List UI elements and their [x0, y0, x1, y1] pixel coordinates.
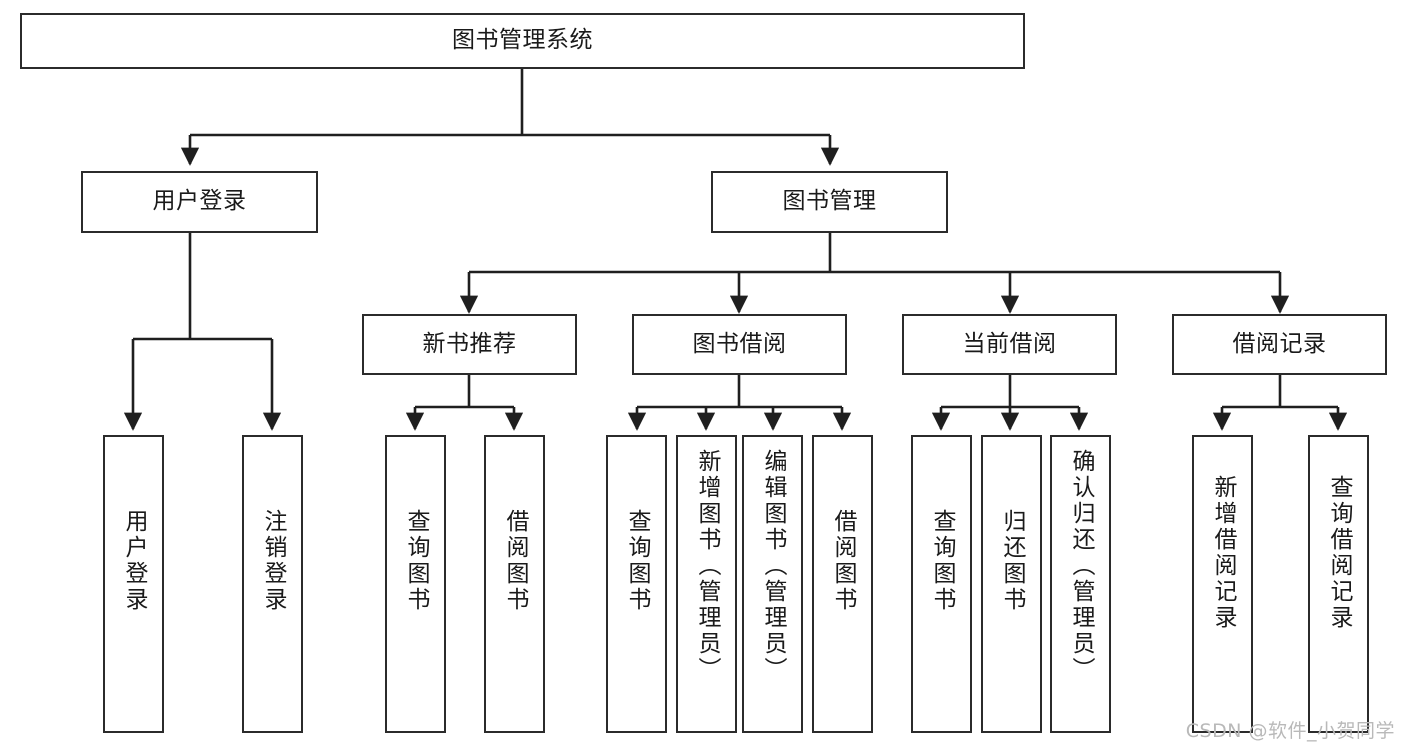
leaf-user-login[interactable]: 用户登录 [103, 435, 164, 733]
node-label: 用户登录 [152, 188, 247, 215]
node-label: 图书管理系统 [452, 27, 593, 54]
watermark-text: CSDN @软件_小贺同学 [1185, 720, 1395, 742]
leaf-query-borrow-record[interactable]: 查询借阅记录 [1308, 435, 1369, 733]
node-label: 图书借阅 [692, 330, 787, 357]
node-label: 借阅图书 [830, 509, 856, 613]
node-label: 借阅记录 [1232, 330, 1327, 357]
leaf-confirm-return[interactable]: 确认归还（管理员） [1050, 435, 1111, 733]
node-book-manage[interactable]: 图书管理 [711, 171, 948, 233]
leaf-query-book-borrow[interactable]: 查询图书 [606, 435, 667, 733]
leaf-add-book[interactable]: 新增图书（管理员） [676, 435, 737, 733]
leaf-edit-book[interactable]: 编辑图书（管理员） [742, 435, 803, 733]
node-label: 注销登录 [260, 509, 286, 613]
leaf-query-book-recommend[interactable]: 查询图书 [385, 435, 446, 733]
node-current-borrow[interactable]: 当前借阅 [902, 314, 1117, 375]
node-label: 新增图书（管理员） [694, 449, 720, 683]
node-book-borrow[interactable]: 图书借阅 [632, 314, 847, 375]
node-new-book-recommend[interactable]: 新书推荐 [362, 314, 577, 375]
node-label: 图书管理 [782, 188, 877, 215]
leaf-user-logout[interactable]: 注销登录 [242, 435, 303, 733]
node-label: 借阅图书 [502, 509, 528, 613]
leaf-query-book-current[interactable]: 查询图书 [911, 435, 972, 733]
node-label: 查询图书 [929, 509, 955, 613]
node-label: 新书推荐 [422, 330, 517, 357]
leaf-borrow-book[interactable]: 借阅图书 [812, 435, 873, 733]
node-label: 用户登录 [121, 509, 147, 613]
node-label: 确认归还（管理员） [1068, 449, 1094, 683]
node-label: 当前借阅 [962, 330, 1057, 357]
node-label: 归还图书 [999, 509, 1025, 613]
node-label: 编辑图书（管理员） [760, 449, 786, 683]
node-user-login[interactable]: 用户登录 [81, 171, 318, 233]
node-borrow-record[interactable]: 借阅记录 [1172, 314, 1387, 375]
leaf-borrow-book-recommend[interactable]: 借阅图书 [484, 435, 545, 733]
node-label: 查询图书 [624, 509, 650, 613]
leaf-return-book[interactable]: 归还图书 [981, 435, 1042, 733]
leaf-add-borrow-record[interactable]: 新增借阅记录 [1192, 435, 1253, 733]
node-label: 查询借阅记录 [1326, 475, 1352, 631]
node-label: 查询图书 [403, 509, 429, 613]
node-root-book-management-system[interactable]: 图书管理系统 [20, 13, 1025, 69]
node-label: 新增借阅记录 [1210, 475, 1236, 631]
